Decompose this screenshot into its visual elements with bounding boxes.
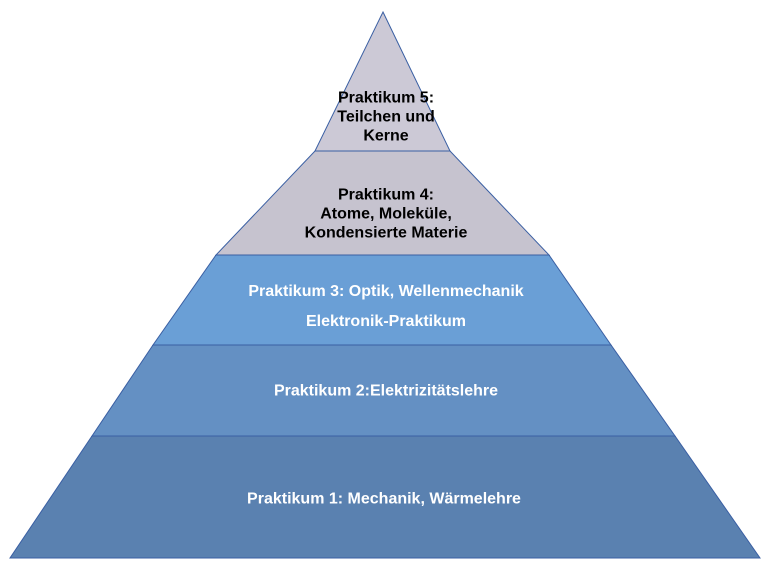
level-3-line-1: Praktikum 3: Optik, Wellenmechanik bbox=[248, 283, 524, 300]
level-4-line-1: Praktikum 4: bbox=[337, 186, 435, 204]
level-5-line-2: Teilchen und bbox=[337, 108, 435, 126]
level-4-line-2: Atome, Moleküle, bbox=[320, 205, 452, 223]
level-4-label: Praktikum 4: Atome, Moleküle, Kondensier… bbox=[305, 186, 468, 243]
level-2-line-1: Praktikum 2:Elektrizitätslehre bbox=[273, 382, 499, 400]
level-2-label: Praktikum 2:Elektrizitätslehre bbox=[274, 382, 498, 401]
level-5-line-3: Kerne bbox=[363, 127, 409, 145]
level-1-line-1: Praktikum 1: Mechanik, Wärmelehre bbox=[247, 490, 521, 508]
level-5-line-1: Praktikum 5: bbox=[337, 89, 435, 107]
level-3-label: Praktikum 3: Optik, Wellenmechanik Elekt… bbox=[248, 277, 523, 337]
level-5-label: Praktikum 5: Teilchen und Kerne bbox=[337, 89, 434, 146]
level-4-line-3: Kondensierte Materie bbox=[304, 224, 468, 242]
level-1-label: Praktikum 1: Mechanik, Wärmelehre bbox=[247, 490, 521, 509]
pyramid-level-1-shape bbox=[9, 435, 761, 559]
level-3-line-2: Elektronik-Praktikum bbox=[305, 313, 467, 330]
